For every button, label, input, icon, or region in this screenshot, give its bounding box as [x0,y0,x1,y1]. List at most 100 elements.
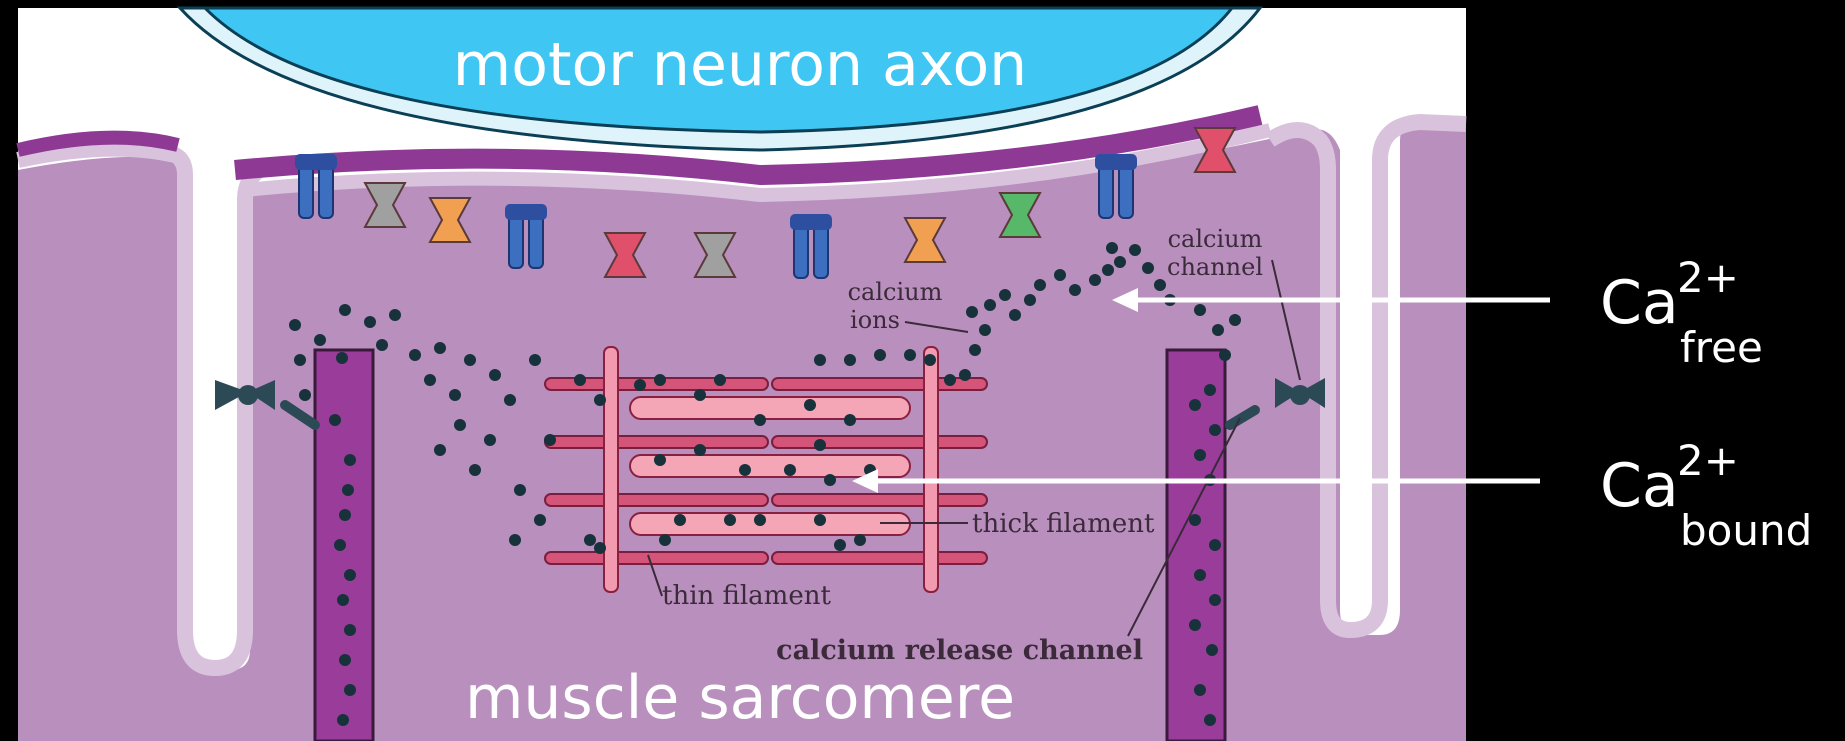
right-z-line [924,347,938,592]
calcium-ion [584,534,596,546]
calcium-ion [659,534,671,546]
ca-free-base: Ca [1600,268,1679,338]
calcium-ion [804,399,816,411]
calcium-ion [342,484,354,496]
calcium-ion [469,464,481,476]
calcium-ion [364,316,376,328]
thin-filament [545,494,768,506]
calcium-ion [724,514,736,526]
calcium-ion [1034,279,1046,291]
calcium-ion [339,654,351,666]
calcium-ion [834,539,846,551]
calcium-ion [594,542,606,554]
calcium-ion [464,354,476,366]
calcium-ion [534,514,546,526]
calcium-ion [1209,424,1221,436]
calcium-ion [966,306,978,318]
calcium-ion [339,509,351,521]
ca-free-subscript: free [1680,323,1763,372]
ca-bound-subscript: bound [1680,506,1812,555]
calcium-ion [844,414,856,426]
calcium-ion [299,389,311,401]
calcium-ion [409,349,421,361]
left-z-line [604,347,618,592]
calcium-ion [337,714,349,726]
thin-filament [772,494,987,506]
calcium-ion [344,454,356,466]
calcium-ion [984,299,996,311]
calcium-ion [959,369,971,381]
thin-filament [545,552,768,564]
sarcomere-label: muscle sarcomere [465,663,1015,733]
calcium-ion [654,374,666,386]
calcium-ion [434,444,446,456]
calcium-ion [1189,619,1201,631]
calcium-ion [924,354,936,366]
calcium-ion [754,514,766,526]
calcium-ion [1129,244,1141,256]
thick-filament-label: thick filament [972,509,1155,539]
calcium-ion [1209,539,1221,551]
calcium-ion [1089,274,1101,286]
calcium-ions-label-line2: ions [850,306,900,334]
calcium-ion [289,319,301,331]
calcium-ion [1206,644,1218,656]
calcium-ion [1194,569,1206,581]
calcium-ion [1194,684,1206,696]
calcium-ion [814,439,826,451]
calcium-ion [449,389,461,401]
ca-bound-label: Ca 2+ bound [1600,436,1812,555]
calcium-ion [854,534,866,546]
svg-text:Ca: Ca [1600,451,1679,521]
thin-filament-label: thin filament [662,581,831,611]
calcium-ion [489,369,501,381]
calcium-ion [334,539,346,551]
calcium-ion [979,324,991,336]
calcium-ion [1069,284,1081,296]
calcium-ion [1154,279,1166,291]
calcium-ion [844,354,856,366]
calcium-ion [714,374,726,386]
calcium-ion [739,464,751,476]
calcium-ion [344,684,356,696]
ca-bound-base: Ca [1600,451,1679,521]
calcium-ion [336,352,348,364]
calcium-ion [674,514,686,526]
calcium-ion [329,414,341,426]
calcium-ion [1194,304,1206,316]
calcium-ion [1189,399,1201,411]
calcium-channel-label-line1: calcium [1168,225,1263,253]
calcium-ion [1102,264,1114,276]
calcium-ion [784,464,796,476]
svg-text:Ca: Ca [1600,268,1679,338]
calcium-ion [1219,349,1231,361]
calcium-ion [1106,242,1118,254]
release-channel-label: calcium release channel [776,635,1143,666]
calcium-ion [634,379,646,391]
calcium-ion [424,374,436,386]
thick-filament [630,397,910,419]
calcium-ion [1009,309,1021,321]
calcium-ion [969,344,981,356]
calcium-ion [1114,256,1126,268]
calcium-ion [376,339,388,351]
calcium-ion [344,624,356,636]
calcium-ion [999,289,1011,301]
calcium-ion [509,534,521,546]
calcium-ion [484,434,496,446]
calcium-ion [1209,594,1221,606]
thin-filament [772,552,987,564]
calcium-ion [434,342,446,354]
calcium-ion [944,374,956,386]
calcium-ion [454,419,466,431]
calcium-ion [824,474,836,486]
calcium-ion [594,394,606,406]
calcium-ion [904,349,916,361]
calcium-ion [1229,314,1241,326]
ca-free-superscript: 2+ [1677,253,1739,302]
calcium-ion [529,354,541,366]
calcium-ion [1204,384,1216,396]
calcium-ion [504,394,516,406]
calcium-ions-label-line1: calcium [848,278,943,306]
